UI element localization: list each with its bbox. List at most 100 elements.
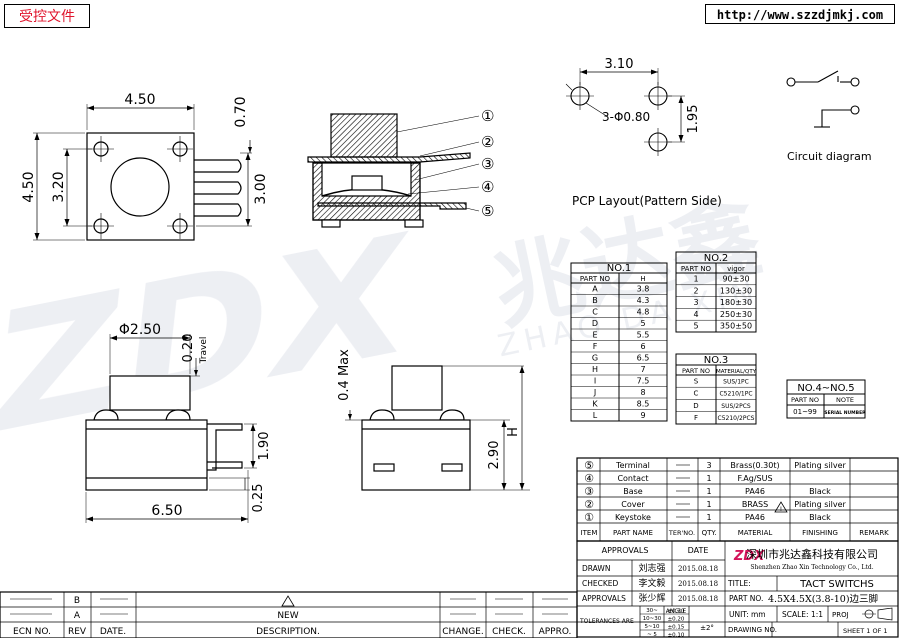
no2-cell: 4 <box>693 310 698 319</box>
no2-cell: 180±30 <box>720 298 752 307</box>
top-view <box>33 104 252 241</box>
bom-part-name: Terminal <box>615 461 650 470</box>
svg-text:UNIT: mm: UNIT: mm <box>729 610 766 619</box>
no2-cell: 5 <box>693 322 698 331</box>
no1-cell: D <box>592 319 598 328</box>
no1-cell: H <box>592 365 598 374</box>
no1-cell: L <box>593 411 598 420</box>
title-block <box>576 540 899 638</box>
no1-cell: 8 <box>640 388 645 397</box>
bom-qty: 1 <box>706 474 711 483</box>
approval-name: 李文毅 <box>638 577 665 589</box>
bom-finishing: Plating silver <box>794 461 846 470</box>
pcb-row: 1.95 <box>686 105 701 134</box>
side-h: H <box>506 427 521 437</box>
pcb-layout <box>565 68 685 156</box>
section-view <box>307 113 480 228</box>
no3-cell: C <box>694 390 699 398</box>
bom-material: F.Ag/SUS <box>737 474 772 483</box>
tol-range: 30~ <box>646 608 658 614</box>
part-number: 4.5X4.5X(3.8-10)边三脚 <box>768 594 878 605</box>
pcb-pitch: 3.10 <box>605 57 634 72</box>
tol-range: 5~10 <box>644 624 660 630</box>
pcb-holes: 3-Φ0.80 <box>602 110 650 124</box>
no3-cell: F <box>694 414 698 422</box>
no1-cell: F <box>593 342 598 351</box>
svg-text:SCALE: 1:1: SCALE: 1:1 <box>782 610 823 619</box>
table-no45: NO.4~NO.5 PART NO NOTE 01~99 SERIAL NUMB… <box>786 379 866 419</box>
watermark-logo: ZDX <box>0 197 418 473</box>
svg-text:QTY.: QTY. <box>702 529 717 537</box>
dim-depth: 0.70 <box>233 96 249 127</box>
svg-text:APPROVALS: APPROVALS <box>602 546 649 555</box>
section-callouts: ① ② ③ ④ ⑤ <box>481 107 494 220</box>
callout-1: ① <box>481 107 494 125</box>
no1-cell: E <box>592 331 597 340</box>
bom-material: PA46 <box>745 487 765 496</box>
approval-date: 2015.08.18 <box>678 580 718 588</box>
callout-5: ⑤ <box>481 202 494 220</box>
no1-cell: 4.8 <box>637 308 650 317</box>
tol-value: ±0.15 <box>668 625 685 631</box>
no1-cell: 5 <box>640 319 645 328</box>
svg-text:H: H <box>640 275 645 283</box>
callout-4: ④ <box>481 178 494 196</box>
svg-text:MATERIAL/QTY: MATERIAL/QTY <box>716 369 757 375</box>
svg-text:DATE.: DATE. <box>100 627 126 637</box>
front-lead: 1.90 <box>257 432 272 461</box>
revision-desc: NEW <box>277 611 298 621</box>
svg-text:vigor: vigor <box>727 265 745 273</box>
approval-date: 2015.08.18 <box>678 565 718 573</box>
tolerances-label: TOLERANCES ARE <box>579 618 634 625</box>
no1-cell: 6 <box>640 342 645 351</box>
bom-part-name: Base <box>623 487 643 496</box>
svg-text:SHEET 1 OF 1: SHEET 1 OF 1 <box>843 627 888 635</box>
no2-title: NO.2 <box>704 253 729 264</box>
bom-qty: 1 <box>706 513 711 522</box>
no3-title: NO.3 <box>704 355 729 366</box>
svg-text:PART NO: PART NO <box>681 265 712 273</box>
svg-text:PART NO.: PART NO. <box>729 594 763 603</box>
svg-text:REMARK: REMARK <box>859 529 889 537</box>
no3-cell: D <box>693 402 698 410</box>
no3-cell: C5210/1PC <box>719 391 752 398</box>
controlled-doc-stamp: 受控文件 <box>4 4 90 28</box>
no1-cell: K <box>592 400 598 409</box>
company-name-cn: 深圳市兆达鑫科技有限公司 <box>746 547 878 561</box>
no1-cell: 9 <box>640 411 645 420</box>
svg-text:PART NAME: PART NAME <box>613 529 653 537</box>
bom-item: ⑤ <box>584 459 594 472</box>
side-max: 0.4 Max <box>337 349 352 401</box>
svg-text:DATE: DATE <box>688 546 709 555</box>
svg-text:FINISHING: FINISHING <box>802 529 838 537</box>
drawing-title: TACT SWITCHS <box>799 579 874 590</box>
no2-cell: 1 <box>693 275 698 284</box>
svg-text:DRAWING NO.: DRAWING NO. <box>728 626 777 634</box>
no1-cell: B <box>592 296 598 305</box>
front-dia: Φ2.50 <box>119 322 161 338</box>
revision-table <box>0 591 578 638</box>
callout-3: ③ <box>481 155 494 173</box>
svg-text:ANGLE: ANGLE <box>666 608 687 615</box>
bom-material: Brass(0.30t) <box>730 461 779 470</box>
approval-name: 刘志强 <box>638 562 665 574</box>
bom-finishing: Black <box>809 487 831 496</box>
bom-qty: 1 <box>706 487 711 496</box>
company-logo: ZDX <box>733 549 765 564</box>
svg-text:CHANGE.: CHANGE. <box>442 627 483 637</box>
svg-text:B: B <box>74 596 80 606</box>
bom-material: BRASS <box>742 500 768 509</box>
no1-cell: 7.5 <box>637 377 650 386</box>
circuit-label: Circuit diagram <box>787 150 872 163</box>
no1-title: NO.1 <box>607 263 632 274</box>
no1-cell: A <box>592 285 598 294</box>
front-travel: Travel <box>199 337 209 365</box>
website-url[interactable]: http://www.szzdjmkj.com <box>705 4 895 24</box>
dim-lead-length: 3.00 <box>253 173 269 204</box>
no2-cell: 3 <box>693 298 698 307</box>
dim-height: 4.50 <box>21 171 37 202</box>
approval-role: DRAWN <box>582 564 610 573</box>
